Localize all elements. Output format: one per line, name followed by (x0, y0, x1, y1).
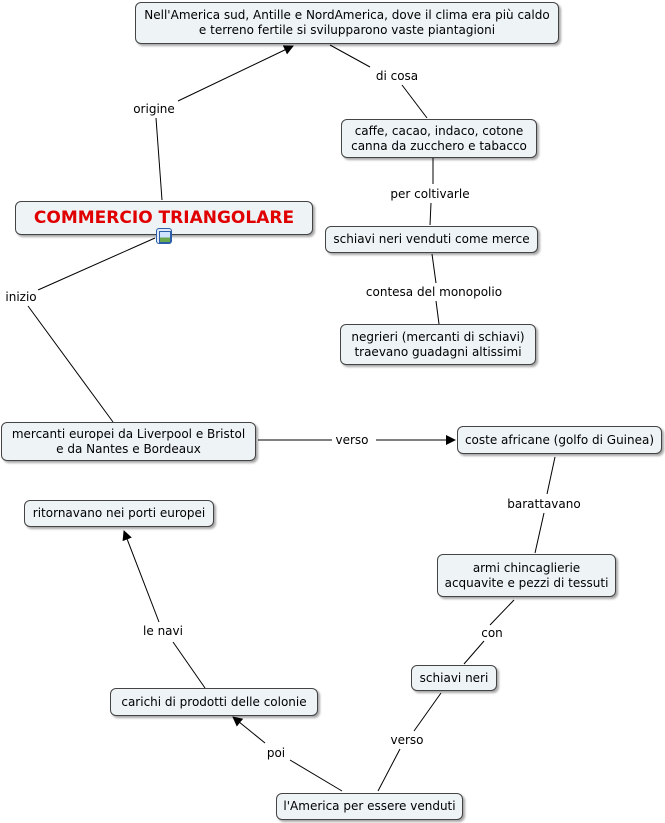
link-dicosa-products (401, 84, 428, 119)
label-origine: origine (131, 102, 177, 116)
link-slavesgoods-contesa (431, 253, 437, 284)
node-slaves-goods-text: schiavi neri venduti come merce (333, 232, 530, 246)
label-barattavano: barattavano (505, 497, 583, 511)
node-return[interactable]: ritornavano nei porti europei (24, 500, 214, 527)
label-contesa-del-monopolio: contesa del monopolio (363, 285, 505, 299)
link-africa-barattavano (546, 456, 556, 495)
link-poi-colonies (232, 716, 266, 744)
link-origin-dicosa (329, 44, 371, 68)
node-slaves-text: schiavi neri (419, 670, 489, 685)
label-con: con (479, 626, 505, 640)
node-slavers[interactable]: negrieri (mercanti di schiavi) traevano … (340, 324, 536, 365)
node-origin-text: Nell'America sud, Antille e NordAmerica,… (144, 8, 550, 37)
main-title-text: COMMERCIO TRIANGOLARE (33, 207, 295, 228)
link-verso2-america (377, 748, 401, 792)
link-goods-con (489, 599, 515, 626)
label-verso-1: verso (333, 433, 371, 447)
node-goods-text: armi chincaglierie acquavite e pezzi di … (444, 560, 609, 590)
link-america-poi (289, 759, 343, 792)
label-per-coltivarle: per coltivarle (388, 187, 472, 201)
link-main-inizio (37, 237, 156, 291)
link-con-slaves (463, 640, 485, 665)
node-merchants-text: mercanti europei da Liverpool e Bristol … (11, 426, 246, 456)
label-poi: poi (264, 746, 288, 760)
label-inizio: inizio (3, 290, 39, 304)
node-goods[interactable]: armi chincaglierie acquavite e pezzi di … (437, 554, 616, 597)
link-origine-origin (177, 45, 294, 102)
node-africa[interactable]: coste africane (golfo di Guinea) (457, 426, 662, 454)
node-slaves-goods[interactable]: schiavi neri venduti come merce (325, 226, 538, 253)
node-colonies-text: carichi di prodotti delle colonie (121, 694, 307, 709)
label-verso-2: verso (388, 733, 426, 747)
node-africa-text: coste africane (golfo di Guinea) (464, 432, 655, 447)
link-main-origine (155, 117, 163, 201)
node-merchants[interactable]: mercanti europei da Liverpool e Bristol … (1, 422, 256, 461)
image-icon[interactable] (156, 228, 172, 244)
node-products[interactable]: caffe, cacao, indaco, cotone canna da zu… (341, 119, 537, 158)
node-products-text: caffe, cacao, indaco, cotone canna da zu… (351, 123, 527, 153)
link-barattavano-goods (534, 512, 545, 554)
node-slavers-text: negrieri (mercanti di schiavi) traevano … (351, 329, 525, 359)
node-main-title[interactable]: COMMERCIO TRIANGOLARE (15, 201, 313, 235)
link-lenavi-return (122, 530, 160, 623)
link-colonies-lenavi (172, 641, 206, 689)
link-inizio-merchants (27, 305, 114, 423)
node-america[interactable]: l'America per essere venduti (276, 793, 463, 820)
label-le-navi: le navi (141, 624, 185, 638)
link-slaves-verso2 (413, 692, 442, 732)
node-origin[interactable]: Nell'America sud, Antille e NordAmerica,… (135, 2, 559, 44)
node-colonies[interactable]: carichi di prodotti delle colonie (110, 688, 318, 716)
node-slaves[interactable]: schiavi neri (411, 665, 497, 691)
link-contesa-slavers (435, 300, 440, 325)
label-di-cosa: di cosa (373, 69, 421, 83)
node-return-text: ritornavano nei porti europei (32, 506, 206, 520)
link-percoltivarle-slavesgoods (429, 202, 432, 226)
node-america-text: l'America per essere venduti (283, 799, 456, 813)
